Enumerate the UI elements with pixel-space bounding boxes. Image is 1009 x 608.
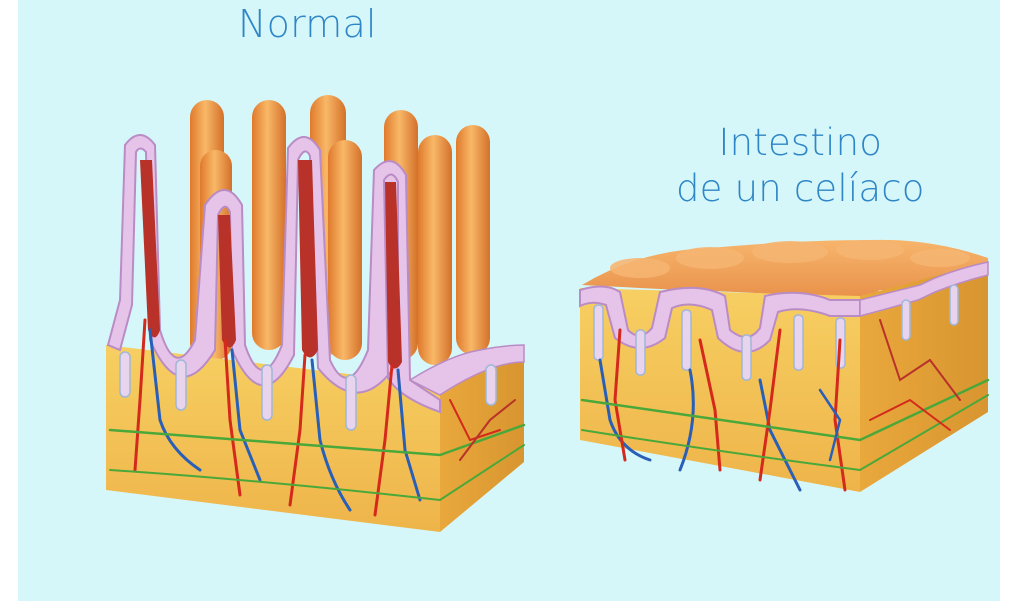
celiac-intestine-block [580,240,988,492]
normal-intestine-block [106,95,524,532]
label-celiac-intestine: Intestino de un celíaco [676,120,925,212]
label-normal: Normal [238,2,377,46]
label-celiac-line1: Intestino [676,120,925,166]
label-celiac-line2: de un celíaco [676,166,925,212]
